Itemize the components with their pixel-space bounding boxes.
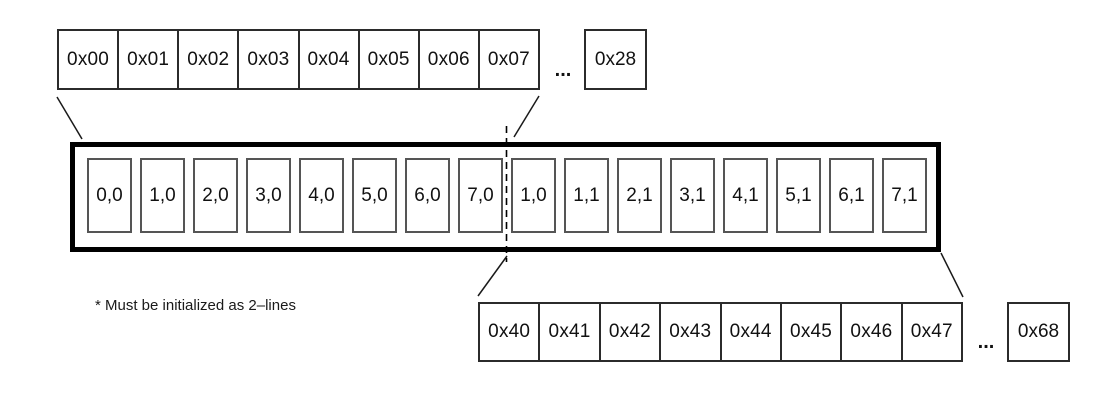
addr-cell: 0x07 (487, 48, 530, 70)
addr-cell: 0x41 (540, 304, 601, 360)
top-ellipsis: ... (554, 59, 572, 81)
addr-cell: 0x44 (722, 304, 782, 360)
buffer-cell: 4,1 (723, 158, 768, 233)
addr-cell: 0x01 (119, 31, 180, 88)
two-line-buffer: 0,0 1,0 2,0 3,0 4,0 5,0 6,0 7,0 1,0 1,1 … (70, 142, 941, 252)
buffer-cell: 7,1 (882, 158, 927, 233)
top-memory-strip: 0x00 0x01 0x02 0x03 0x04 0x05 0x06 0x07 (57, 29, 540, 90)
buffer-cell: 5,1 (776, 158, 821, 233)
addr-cell: 0x04 (300, 31, 360, 88)
connector-line-top-right (513, 95, 540, 138)
addr-cell: 0x03 (239, 31, 300, 88)
addr-cell: 0x46 (842, 304, 903, 360)
addr-cell: 0x40 (480, 304, 541, 360)
addr-cell: 0x43 (661, 304, 722, 360)
buffer-cell: 7,0 (458, 158, 503, 233)
top-last-addr-box: 0x28 (584, 29, 647, 90)
buffer-cell: 2,0 (193, 158, 238, 233)
addr-cell: 0x06 (420, 31, 480, 88)
buffer-cell: 3,1 (670, 158, 715, 233)
init-note: * Must be initialized as 2–lines (95, 297, 296, 314)
buffer-cell: 6,1 (829, 158, 874, 233)
buffer-cell: 0,0 (87, 158, 132, 233)
addr-cell: 0x42 (601, 304, 662, 360)
bottom-ellipsis: ... (977, 331, 995, 353)
bottom-last-addr-box: 0x68 (1007, 302, 1070, 362)
buffer-cell: 1,0 (140, 158, 185, 233)
addr-cell: 0x02 (179, 31, 240, 88)
buffer-cell: 1,0 (511, 158, 556, 233)
addr-cell: 0x47 (910, 321, 953, 342)
addr-cell: 0x45 (782, 304, 843, 360)
connector-line-top-left (56, 96, 83, 140)
addr-cell: 0x05 (360, 31, 420, 88)
connector-line-bottom-left (477, 255, 508, 297)
buffer-cell: 5,0 (352, 158, 397, 233)
buffer-cell: 6,0 (405, 158, 450, 233)
bottom-memory-strip: 0x40 0x41 0x42 0x43 0x44 0x45 0x46 0x47 (478, 302, 963, 362)
buffer-cell: 1,1 (564, 158, 609, 233)
connector-line-bottom-right (940, 252, 964, 298)
buffer-cell: 3,0 (246, 158, 291, 233)
buffer-cell: 2,1 (617, 158, 662, 233)
addr-cell: 0x00 (59, 31, 120, 88)
buffer-cell: 4,0 (299, 158, 344, 233)
